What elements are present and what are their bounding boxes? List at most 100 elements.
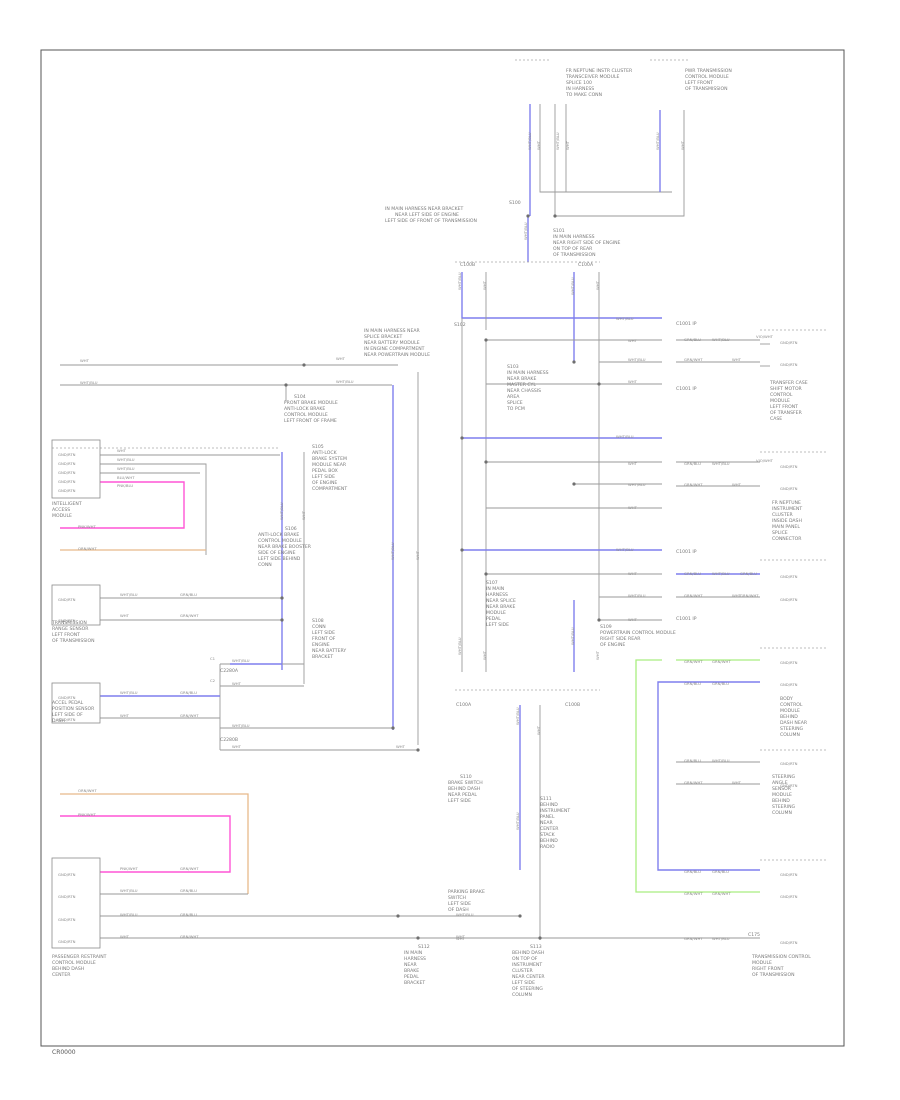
label-t108: LEFT SIDE OF: [52, 712, 83, 718]
wire-label-w41: GRN/WHT: [684, 357, 703, 362]
pin-label-p13: GND/RTN: [58, 939, 76, 944]
label-t92: ENGINE: [312, 642, 330, 648]
label-t18: OF TRANSMISSION: [553, 252, 596, 258]
label-t91: FRONT OF: [312, 636, 336, 642]
vertical-label-v5: WHT/BLU: [655, 132, 660, 150]
wire-label-w79: VIO/WHT: [756, 458, 774, 463]
label-t159: TRANSMISSION CONTROL: [751, 954, 811, 960]
label-t140: IN MAIN: [404, 950, 422, 956]
label-t54: LEFT SIDE: [312, 474, 335, 480]
label-t163: C175: [748, 932, 760, 938]
pin-label-p17: GND/RTN: [780, 486, 798, 491]
label-t133: C100A: [456, 702, 472, 708]
label-t119: INSTRUMENT: [540, 808, 570, 814]
wire-label-w42: WHT/BLU: [712, 337, 730, 342]
label-t75: C1001 IP: [676, 616, 697, 622]
label-t34: TO PCM: [506, 406, 525, 412]
pin-label-p2: GND/RTN: [58, 461, 76, 466]
label-t51: BRAKE SYSTEM: [312, 456, 347, 462]
wire-label-w11: ORN/WHT: [78, 546, 97, 551]
wire-label-w21: WHT: [232, 681, 242, 686]
wire-label-w18: GRN/BLU: [180, 690, 197, 695]
label-t53: PEDAL BOX: [312, 468, 338, 474]
label-t64: INTELLIGENT: [52, 501, 82, 507]
label-t9: OF TRANSMISSION: [685, 86, 728, 92]
label-t59: CLUSTER: [772, 512, 794, 518]
label-t111: C2280B: [220, 737, 238, 743]
label-t26: NEAR POWERTRAIN MODULE: [364, 352, 430, 358]
wire-label-w46: WHT/BLU: [628, 482, 646, 487]
wire-label-w74: GRN/BLU: [740, 571, 757, 576]
splice-dots: [280, 214, 601, 940]
wire-label-w6: WHT/BLU: [117, 457, 135, 462]
label-t56: COMPARTMENT: [312, 486, 347, 492]
wire-label-w23: WHT: [232, 744, 242, 749]
label-t37: S104: [294, 394, 306, 400]
pin-label-p9: GND/RTN: [58, 717, 76, 722]
label-t40: CONTROL MODULE: [284, 412, 328, 418]
wires: [52, 59, 770, 940]
label-t135: PARKING BRAKE: [448, 889, 485, 895]
label-t79: NEAR SPLICE: [486, 598, 516, 604]
label-t3: SPLICE 100: [566, 80, 592, 86]
wire-label-w24: ORN/WHT: [78, 788, 97, 793]
label-t58: INSTRUMENT: [772, 506, 802, 512]
wire-label-w52: WHT/BLU: [616, 547, 634, 552]
label-t127: ANGLE: [772, 780, 788, 786]
label-t129: MODULE: [772, 792, 792, 798]
wire-label-w39: WHT: [628, 379, 638, 384]
vertical-label-v9: WHT: [482, 280, 487, 290]
wire-label-w15: GRN/WHT: [180, 613, 199, 618]
pin-label-p22: GND/RTN: [780, 761, 798, 766]
label-t109: DASH: [52, 718, 65, 724]
label-t1: FR NEPTUNE INSTR CLUSTER: [566, 68, 633, 74]
label-t84: TRANSMISSION: [51, 620, 87, 626]
wire-color-labels: WHTWHT/BLUWHTWHT/BLUWHTWHT/BLUWHT/BLUBLU…: [78, 316, 774, 941]
vertical-label-v21: WHT: [536, 725, 541, 735]
wire-label-w26: PNK/WHT: [120, 866, 139, 871]
label-t151: NEAR CENTER: [512, 974, 545, 980]
label-t22: IN MAIN HARNESS NEAR: [364, 328, 421, 334]
label-t45: MODULE: [770, 398, 790, 404]
pin-label-p12: GND/RTN: [58, 917, 76, 922]
label-t16: NEAR RIGHT SIDE OF ENGINE: [553, 240, 621, 246]
vertical-label-v16: WHT/BLU: [457, 637, 462, 655]
label-t116: LEFT SIDE: [448, 798, 471, 804]
pin-label-p4: GND/RTN: [58, 479, 76, 484]
label-t19: C100B: [460, 262, 475, 268]
pin-label-p24: GND/RTN: [780, 872, 798, 877]
label-t97: RIGHT SIDE REAR: [600, 636, 641, 642]
label-t50: ANTI-LOCK: [312, 450, 338, 456]
label-t94: BRACKET: [312, 654, 333, 660]
wire-label-w64: GRN/BLU: [684, 758, 701, 763]
label-t122: CENTER: [540, 826, 559, 832]
wire-label-w32: GRN/BLU: [180, 912, 197, 917]
module-boxes: [51, 329, 826, 949]
wire-label-w49: GRN/WHT: [684, 482, 703, 487]
wire-label-w67: WHT: [732, 780, 742, 785]
wire-label-w19: GRN/WHT: [180, 713, 199, 718]
pin-label-p26: GND/RTN: [780, 940, 798, 945]
wire-label-w37: WHT: [628, 338, 638, 343]
wire-label-w47: WHT: [628, 505, 638, 510]
wire-label-w43: WHT: [732, 357, 742, 362]
vertical-wire-labels: WHT/BLU WHT WHT/BLU WHT WHT/BLU WHT WHT/BLU WHT…: [279, 132, 685, 830]
label-t123: STACK: [540, 832, 556, 838]
label-t72: LEFT SIDE BEHIND: [258, 556, 301, 562]
wire-label-w54: WHT/BLU: [628, 593, 646, 598]
label-t104: STEERING: [780, 726, 804, 732]
pin-label-p19: GND/RTN: [780, 597, 798, 602]
vertical-label-v14: WHT/BLU: [390, 542, 395, 560]
label-t85: RANGE SENSOR: [52, 626, 89, 632]
wire-label-w25: PNK/WHT: [78, 812, 97, 817]
diagram-frame: [40, 49, 845, 1047]
label-t134: C100B: [565, 702, 580, 708]
vertical-label-v3: WHT/BLU: [555, 132, 560, 150]
label-t31: NEAR CHASSIS: [507, 388, 541, 394]
label-t107: POSITION SENSOR: [52, 706, 95, 712]
wire-label-w36: WHT/BLU: [616, 316, 634, 321]
pin-label-p1: GND/RTN: [58, 452, 76, 457]
wire-label-w22: WHT/BLU: [232, 723, 250, 728]
wire-label-w57: GRN/WHT: [684, 593, 703, 598]
